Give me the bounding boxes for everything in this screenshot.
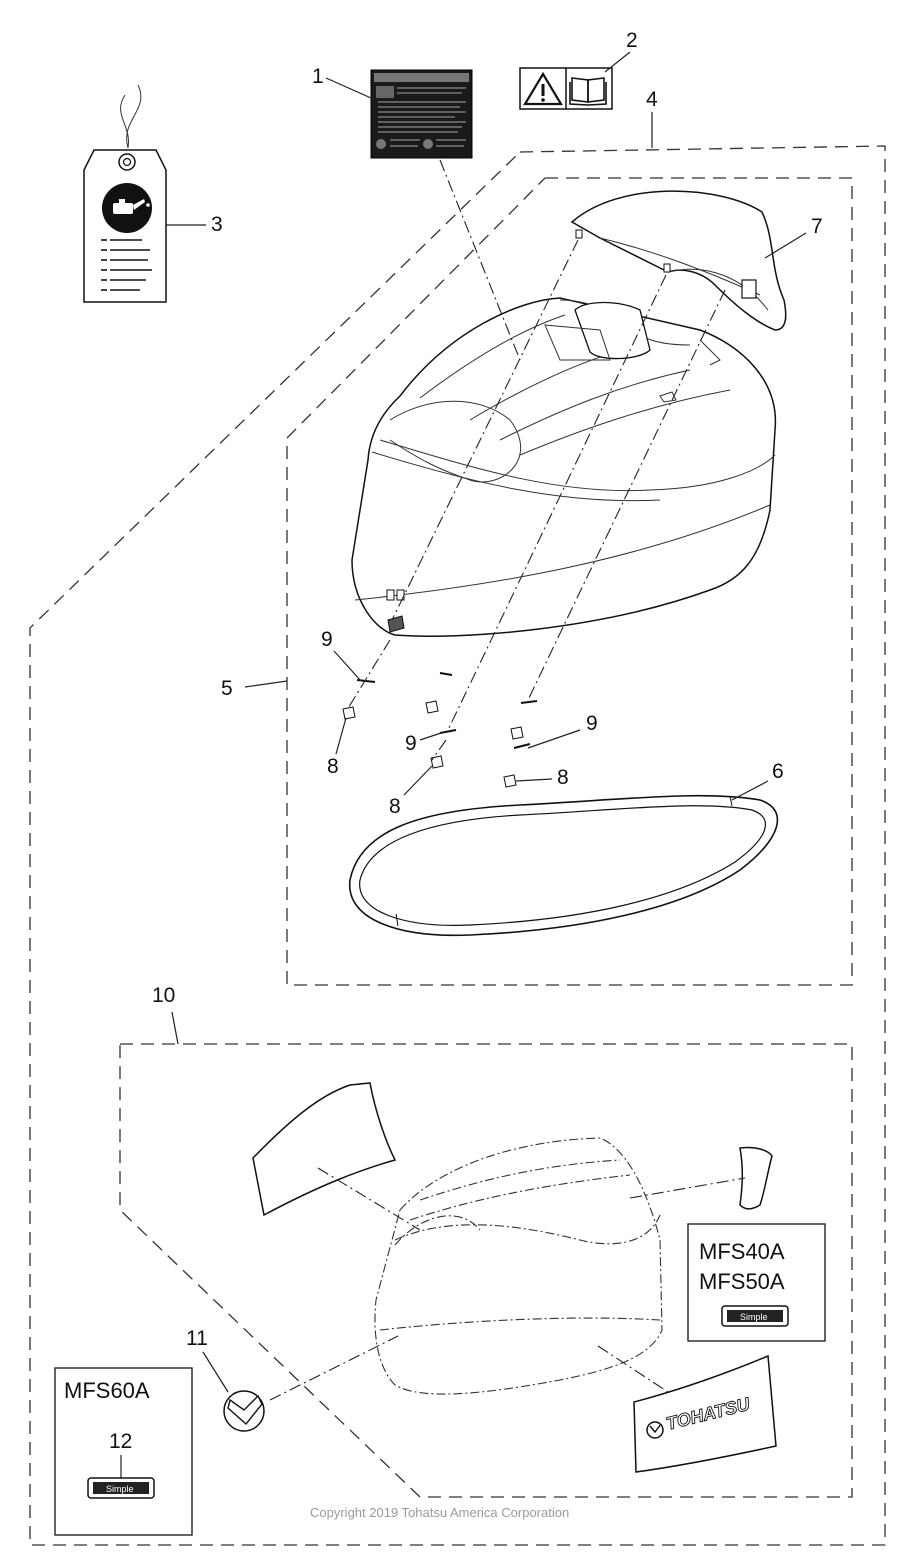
- callout-4: 4: [646, 88, 658, 111]
- callout-8b: 8: [389, 795, 401, 818]
- symbol-label-part: [519, 67, 613, 110]
- model-box-mfs40a-mfs50a: MFS40A MFS50A Simple: [687, 1223, 826, 1342]
- callout-3: 3: [211, 213, 223, 236]
- callout-1: 1: [312, 65, 324, 88]
- tohatsu-logo-icon: [227, 1394, 263, 1426]
- warning-label-part: [370, 69, 473, 159]
- decal-cowling-ghost: [374, 1137, 663, 1395]
- callout-8a: 8: [327, 755, 339, 778]
- fasteners: [342, 672, 538, 788]
- side-decal-part: [252, 1082, 397, 1217]
- badge-text-left: Simple: [106, 1484, 134, 1494]
- model-label-mfs40a: MFS40A: [699, 1239, 785, 1264]
- model-label-mfs50a: MFS50A: [699, 1269, 785, 1294]
- group-10-outline: [119, 1043, 853, 1498]
- callout-2: 2: [626, 29, 638, 52]
- emblem-part: [223, 1390, 265, 1432]
- small-decal-part: [739, 1146, 773, 1210]
- callout-11: 11: [186, 1327, 208, 1350]
- manual-book-icon: [569, 77, 607, 106]
- assembly-lines-lower: [269, 1167, 746, 1401]
- copyright-notice: Copyright 2019 Tohatsu America Corporati…: [310, 1505, 569, 1520]
- assembly-lines-upper: [346, 159, 726, 761]
- callout-12: 12: [109, 1430, 132, 1453]
- callout-8c: 8: [557, 766, 569, 789]
- rear-cover-part: [570, 190, 787, 331]
- group-4-outline: [29, 145, 886, 1546]
- seal-part: [349, 794, 779, 937]
- top-cowling-part: [351, 297, 777, 637]
- callout-6: 6: [772, 760, 784, 783]
- callout-10: 10: [152, 984, 175, 1007]
- brand-decal-logo-icon: [646, 1421, 664, 1439]
- model-box-mfs60a: MFS60A 12 Simple: [54, 1367, 193, 1536]
- model-label-mfs60a: MFS60A: [64, 1378, 150, 1403]
- oil-can-icon: [113, 199, 150, 214]
- callouts: 1 2 4 3 7 5 9 8 9 8 9 8 6 10 11: [152, 29, 823, 1393]
- group-5-outline: [286, 177, 853, 986]
- callout-5: 5: [221, 677, 233, 700]
- brand-decal-part: TOHATSU: [633, 1354, 777, 1473]
- callout-9a: 9: [321, 628, 333, 651]
- callout-9b: 9: [405, 732, 417, 755]
- callout-7: 7: [811, 215, 823, 238]
- callout-9c: 9: [586, 712, 598, 735]
- oil-tag-part: [83, 84, 167, 303]
- badge-text-right: Simple: [740, 1312, 768, 1322]
